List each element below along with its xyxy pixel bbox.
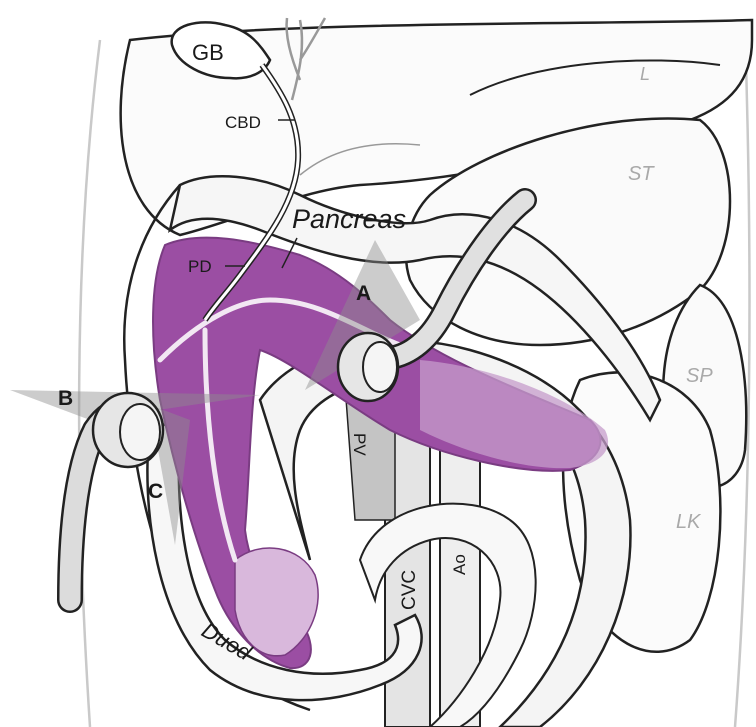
label-gb: GB [192, 40, 224, 65]
label-pd: PD [188, 257, 212, 276]
label-l: L [640, 64, 650, 84]
label-b: B [58, 387, 73, 410]
probe-b-tip-rim [120, 404, 160, 460]
probe-a-tip-rim [363, 342, 397, 392]
label-cvc: CVC [399, 570, 420, 610]
label-pv: PV [350, 433, 369, 456]
label-cbd: CBD [225, 113, 261, 132]
label-ao: Ao [450, 554, 469, 575]
label-lk: LK [676, 511, 702, 533]
label-st: ST [628, 163, 655, 185]
label-pancreas: Pancreas [292, 204, 406, 234]
label-sp: SP [686, 365, 713, 387]
label-a: A [356, 282, 371, 305]
label-c: C [148, 480, 163, 503]
